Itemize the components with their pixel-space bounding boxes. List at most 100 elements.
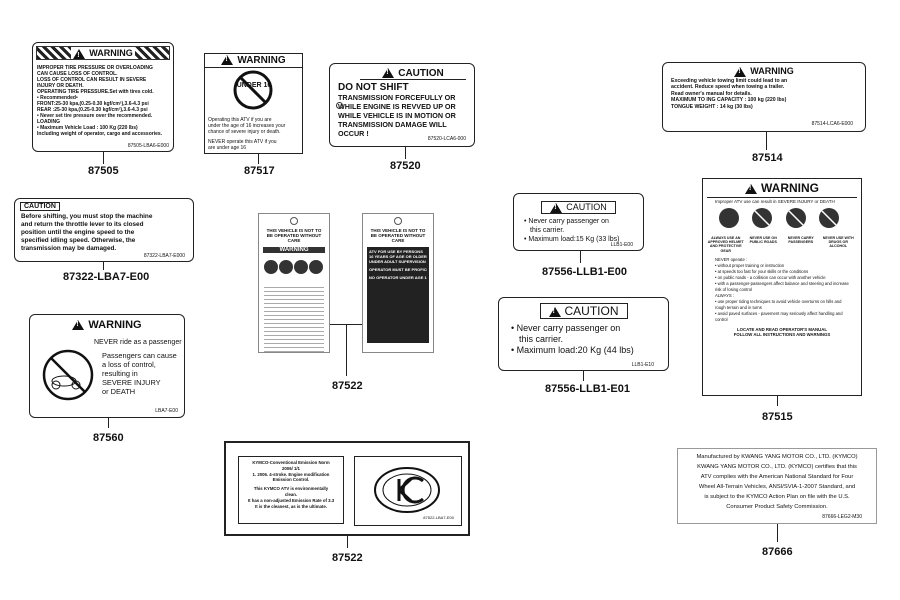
text-line: • without proper training or instruction <box>715 262 785 268</box>
prohibition-icons <box>719 208 839 228</box>
text-line: clean. <box>284 491 298 497</box>
mount-hole <box>290 217 298 225</box>
tag-icons <box>264 260 323 274</box>
label-body: Manufactured by KWANG YANG MOTOR CO., LT… <box>678 449 876 515</box>
text-line: Including weight of operator, cargo and … <box>37 131 163 137</box>
label-87666: Manufactured by KWANG YANG MOTOR CO., LT… <box>677 448 877 524</box>
text-line: Operating this ATV if you are <box>208 117 272 123</box>
label-code: LBA7-E00 <box>155 408 178 414</box>
warning-triangle-icon <box>221 55 234 66</box>
label-87560: WARNING NEVER ride as a passenger Passen… <box>29 314 185 418</box>
text-line: Before shifting, you must stop the machi… <box>21 213 153 220</box>
text-line: Consumer Product Safety Commission. <box>726 504 828 510</box>
label-body: DO NOT SHIFT TRANSMISSION FORCEFULLY OR … <box>330 80 474 138</box>
icon-caption: ALWAYS USE AN APPROVED HELMET AND PROTEC… <box>707 236 744 253</box>
text-line: MAXIMUM TO ING CAPACITY : 100 kg (220 lb… <box>671 97 787 104</box>
label-header: WARNING <box>761 181 819 195</box>
label-code: 87522-LBA7-E00 <box>423 515 454 520</box>
text-line: • Never set tire pressure over the recom… <box>37 113 153 119</box>
text-line: KWANG YANG MOTOR CO., LTD. (KYMCO) certi… <box>697 464 857 470</box>
label-header: WARNING <box>237 55 286 66</box>
text-line: IMPROPER TIRE PRESSURE OR OVERLOADING <box>37 65 153 71</box>
label-body: Before shifting, you must stop the machi… <box>15 199 193 253</box>
text-line: Manufactured by KWANG YANG MOTOR CO., LT… <box>696 454 858 460</box>
icon-caption: NEVER USE WITH DRUGS OR ALCOHOL <box>822 236 854 249</box>
warning-triangle-icon <box>382 68 395 79</box>
label-87515: WARNING Improper ATV use can result in S… <box>702 178 862 396</box>
text-line: TONGUE WEIGHT : 14 kg (30 lbs) <box>671 103 753 110</box>
text-line: Emission Control. <box>272 477 310 483</box>
text-line: KYMCO-Conventional Emission Norm <box>252 460 330 465</box>
text-line: specified idling speed. Otherwise, the <box>21 237 136 244</box>
text-line: REAR :25-30 kpa,(0.25-0.30 kgf/cm²),3.6-… <box>37 107 148 113</box>
label-87505: WARNING IMPROPER TIRE PRESSURE OR OVERLO… <box>32 42 174 152</box>
text-line: • on public roads - a collision can occu… <box>715 274 826 280</box>
text-line: LOADING <box>37 119 61 125</box>
text-line: position until the engine speed to the <box>21 229 135 236</box>
text-line: OPERATOR MUST BE PROFICIENT <box>369 267 427 272</box>
text-line: Passengers can cause <box>102 351 177 360</box>
text-line: • Recommended• <box>37 95 78 101</box>
label-code: 87505-LBA6-E000 <box>127 143 169 149</box>
no-passenger-icon <box>42 349 94 401</box>
text-line: ATV FOR USE BY PERSONS <box>369 249 423 254</box>
text-line: DO NOT SHIFT <box>338 82 409 93</box>
label-code: 87514-LCA6-E000 <box>811 121 853 127</box>
label-header: WARNING <box>750 66 794 76</box>
text-line: a loss of control, <box>102 360 156 369</box>
part-number: 87517 <box>244 165 275 177</box>
label-87514: WARNING Exceeding vehicle towing limit c… <box>662 62 866 132</box>
label-body: IMPROPER TIRE PRESSURE OR OVERLOADING CA… <box>33 63 173 139</box>
text-line: chance of severe injury or death. <box>208 129 281 135</box>
part-number: 87560 <box>93 432 124 444</box>
logo-panel <box>354 456 462 526</box>
text-line: OPERATING TIRE PRESSURE.Set with tires c… <box>37 89 154 95</box>
warning-triangle-icon <box>548 306 561 317</box>
mount-hole <box>336 102 343 109</box>
tag-fine-print <box>264 284 324 352</box>
label-code: LLB1-E00 <box>610 242 633 248</box>
text-line: LOSS OF CONTROL CAN RESULT IN SEVERE <box>37 77 147 83</box>
label-87517: WARNING UNDER 16 Operating this ATV if y… <box>204 53 303 154</box>
text-line: ATV complies with the American National … <box>700 474 854 480</box>
icon-caption: NEVER USE ON PUBLIC ROADS <box>749 236 777 245</box>
hazard-stripe: WARNING <box>36 46 170 62</box>
part-number: 87515 <box>762 411 793 423</box>
part-number: 87556-LLB1-E00 <box>542 266 627 278</box>
label-body: Exceeding vehicle towing limit could lea… <box>663 77 865 112</box>
text-line: resulting in <box>102 369 138 378</box>
text-line: TRANSMISSION FORCEFULLY OR <box>338 93 456 102</box>
text-line: NO OPERATOR UNDER AGE 16 <box>369 275 427 280</box>
label-header: CAUTION <box>564 304 619 318</box>
text-line: • Never carry passenger on <box>511 323 621 333</box>
text-line: this carrier. <box>530 227 565 234</box>
warning-triangle-icon <box>72 320 85 331</box>
icon-captions: ALWAYS USE AN APPROVED HELMET AND PROTEC… <box>703 236 861 253</box>
text-line: NEVER operate : <box>715 256 748 262</box>
part-number: 87522 <box>332 552 363 564</box>
label-intro: Improper ATV use can result in SEVERE IN… <box>707 197 857 205</box>
text-line: • with a passenger-passengers affect bal… <box>715 280 849 292</box>
text-line: • avoid paved surfaces - pavement may se… <box>715 310 843 322</box>
text-line: It has a non-adjusted Emission Rate of 3… <box>247 497 335 503</box>
label-body: Passengers can cause a loss of control, … <box>102 351 177 396</box>
label-header: WARNING <box>88 319 142 331</box>
kymco-logo-icon <box>374 467 440 513</box>
part-number: 87556-LLB1-E01 <box>545 383 630 395</box>
text-line: INJURY OR DEATH. <box>37 83 84 89</box>
label-body: • Never carry passenger on this carrier.… <box>499 320 668 359</box>
text-line: • Never carry passenger on <box>524 218 609 225</box>
warning-triangle-icon <box>745 183 757 194</box>
tag-title: THIS VEHICLE IS NOT TO BE OPERATED WITHO… <box>370 228 426 243</box>
label-footer: LOCATE AND READ OPERATOR'S MANUAL FOLLOW… <box>703 327 861 337</box>
label-code: 87322-LBA7-E000 <box>143 253 185 259</box>
text-line: • Maximum load:20 Kg (44 lbs) <box>511 345 634 355</box>
text-line: CAN CAUSE LOSS OF CONTROL. <box>37 71 118 77</box>
text-line: under the age of 16 increases your <box>208 123 286 129</box>
label-header: WARNING <box>89 48 133 58</box>
part-number: 87505 <box>88 165 119 177</box>
text-line: or DEATH <box>102 387 136 396</box>
text-line: FOLLOW ALL INSTRUCTIONS AND WARNINGS <box>733 331 831 337</box>
text-line: WHILE VEHICLE IS IN MOTION OR <box>338 111 456 120</box>
text-line: 2006/ 1/1 <box>282 465 300 471</box>
